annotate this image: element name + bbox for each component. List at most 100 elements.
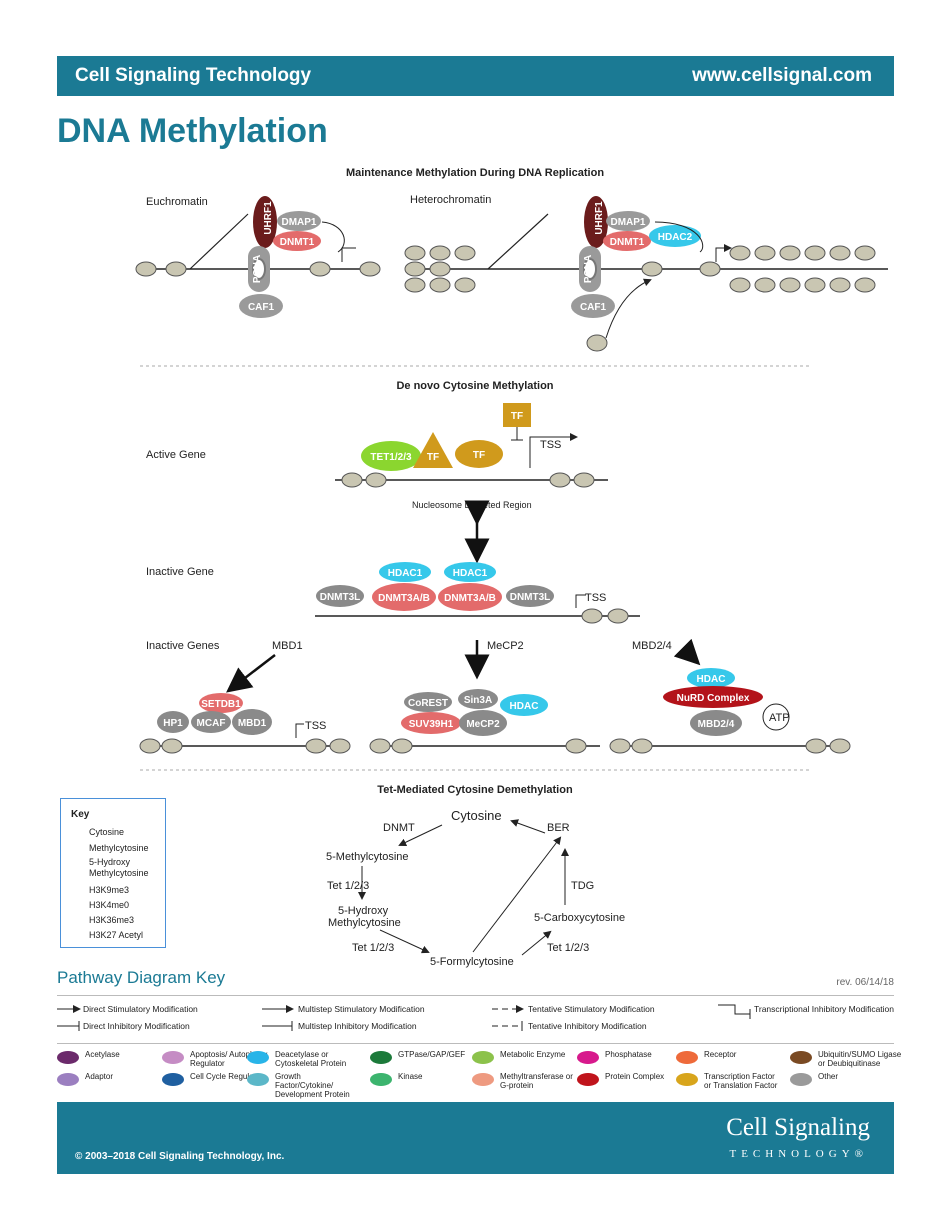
label-inactive-genes: Inactive Genes: [146, 640, 220, 652]
node-caf1: CAF1: [248, 302, 275, 313]
node-hdac1-right: HDAC1: [453, 568, 488, 579]
mecp2-complex: CoREST Sin3A HDAC SUV39H1 MeCP2: [369, 689, 600, 754]
node-corest: CoREST: [408, 698, 448, 709]
key-item: Methylcytosine: [89, 843, 149, 853]
key-title: Key: [71, 809, 90, 820]
key-item: H3K27 Acetyl: [89, 930, 144, 940]
key-item: 5-Hydroxy Methylcytosine: [89, 857, 149, 878]
header-bar: Cell Signaling Technology www.cellsignal…: [57, 56, 894, 96]
category-swatch: [370, 1051, 392, 1064]
node-mecp2: MeCP2: [466, 719, 500, 730]
category-label: Receptor: [704, 1050, 737, 1059]
node-pcna-hetero: PCNA: [583, 255, 594, 283]
node-uhrf1-hetero: UHRF1: [594, 201, 605, 235]
key-item: H3K9me3: [89, 885, 130, 895]
brand-name: Cell Signaling Technology: [75, 65, 312, 86]
legend-arrow-label: Tentative Stimulatory Modification: [528, 1004, 655, 1014]
node-setdb1: SETDB1: [201, 699, 241, 710]
footer-logo-line1: Cell Signaling: [726, 1114, 870, 1141]
page-title: DNA Methylation: [57, 112, 328, 150]
category-swatch: [370, 1073, 392, 1086]
label-mbd1: MBD1: [272, 640, 303, 652]
node-hdac2: HDAC2: [658, 232, 693, 243]
symbol-key: Key Cytosine Methylcytosine 5-Hydroxy Me…: [60, 798, 166, 948]
key-item: H3K36me3: [89, 915, 135, 925]
node-mbd1: MBD1: [238, 718, 267, 729]
label-tss-mbd1: TSS: [305, 720, 327, 732]
category-label: GTPase/GAP/GEF: [398, 1050, 466, 1059]
legend-divider-top: [57, 995, 894, 996]
inactive-gene-diagram: DNMT3L HDAC1 HDAC1 DNMT3A/B DNMT3A/B DNM…: [315, 562, 640, 624]
node-tet123: TET1/2/3: [370, 452, 412, 463]
category-swatch: [790, 1051, 812, 1064]
node-dmap1: DMAP1: [281, 217, 316, 228]
section-title-denovo: De novo Cytosine Methylation: [396, 380, 554, 392]
label-mecp2: MeCP2: [487, 640, 524, 652]
category-swatch: [472, 1073, 494, 1086]
legend-arrow-label: Tentative Inhibitory Modification: [528, 1021, 647, 1031]
category-swatch: [247, 1051, 269, 1064]
node-tf-box: TF: [511, 411, 523, 422]
legend-arrow-label: Direct Stimulatory Modification: [83, 1004, 198, 1014]
tet-label-ber: BER: [547, 822, 570, 834]
legend-arrow-label: Multistep Inhibitory Modification: [298, 1021, 417, 1031]
category-swatch: [162, 1051, 184, 1064]
legend-arrow-label: Direct Inhibitory Modification: [83, 1021, 190, 1031]
tet-cytosine: Cytosine: [451, 808, 502, 823]
node-hdac-mecp2: HDAC: [510, 701, 539, 712]
label-tss-inactive: TSS: [585, 592, 607, 604]
label-mbd24: MBD2/4: [632, 640, 672, 652]
category-swatch: [57, 1051, 79, 1064]
node-dnmt3l-right: DNMT3L: [510, 592, 551, 603]
category-swatch: [577, 1073, 599, 1086]
legend-divider-middle: [57, 1043, 894, 1044]
euchromatin-diagram: UHRF1 DMAP1 DNMT1 PCNA CAF1: [135, 196, 381, 318]
node-dnmt3ab-right: DNMT3A/B: [444, 593, 496, 604]
label-euchromatin: Euchromatin: [146, 196, 208, 208]
node-mbd24: MBD2/4: [698, 719, 735, 730]
tet-cycle: [358, 819, 569, 956]
tet-label-tet2: Tet 1/2/3: [352, 942, 395, 954]
node-tf-oval: TF: [473, 450, 485, 461]
category-label: Metabolic Enzyme: [500, 1050, 566, 1059]
section-title-tet: Tet-Mediated Cytosine Demethylation: [377, 784, 573, 796]
category-label: Ubiquitin/SUMO Ligase or Deubiquitinase: [818, 1050, 902, 1068]
heterochromatin-diagram: UHRF1 DMAP1 DNMT1 HDAC2 PCNA CAF1: [404, 196, 888, 352]
legend-arrow-label: Transcriptional Inhibitory Modification: [754, 1004, 894, 1014]
legend-arrow-label: Multistep Stimulatory Modification: [298, 1004, 425, 1014]
tet-5fc: 5-Formylcytosine: [430, 956, 514, 968]
category-label: Acetylase: [85, 1050, 120, 1059]
node-suv39h1: SUV39H1: [409, 719, 454, 730]
website-link[interactable]: www.cellsignal.com: [692, 65, 872, 86]
category-label: Methyltransferase or G-protein: [500, 1072, 573, 1090]
tet-5cac: 5-Carboxycytosine: [534, 912, 626, 924]
section-title-maintenance: Maintenance Methylation During DNA Repli…: [345, 167, 605, 179]
tet-label-tdg: TDG: [571, 880, 595, 892]
category-label: Protein Complex: [605, 1072, 665, 1081]
mbd1-complex: SETDB1 HP1 MCAF MBD1: [139, 693, 351, 754]
active-gene-diagram: TET1/2/3 TF TF TF: [335, 403, 608, 488]
category-label: Deacetylase or Cytoskeletal Protein: [275, 1050, 347, 1068]
footer-logo-line2: TECHNOLOGY®: [729, 1148, 868, 1160]
node-dmap1-hetero: DMAP1: [610, 217, 645, 228]
revision-date: rev. 06/14/18: [836, 977, 894, 988]
node-hdac-mbd24: HDAC: [697, 674, 726, 685]
node-sin3a: Sin3A: [464, 695, 492, 706]
tet-5hmc-2: Methylcytosine: [328, 917, 401, 929]
label-inactive-gene: Inactive Gene: [146, 566, 214, 578]
category-swatch: [57, 1073, 79, 1086]
category-swatch: [472, 1051, 494, 1064]
node-hdac1-left: HDAC1: [388, 568, 423, 579]
copyright: © 2003–2018 Cell Signaling Technology, I…: [75, 1151, 285, 1162]
node-hp1: HP1: [163, 718, 183, 729]
category-label: Cell Cycle Regulator: [190, 1072, 263, 1081]
category-swatch: [247, 1073, 269, 1086]
category-label: Other: [818, 1072, 839, 1081]
category-swatch: [577, 1051, 599, 1064]
label-active-gene: Active Gene: [146, 449, 206, 461]
category-label: Adaptor: [85, 1072, 114, 1081]
category-label: Kinase: [398, 1072, 423, 1081]
category-swatch: [790, 1073, 812, 1086]
